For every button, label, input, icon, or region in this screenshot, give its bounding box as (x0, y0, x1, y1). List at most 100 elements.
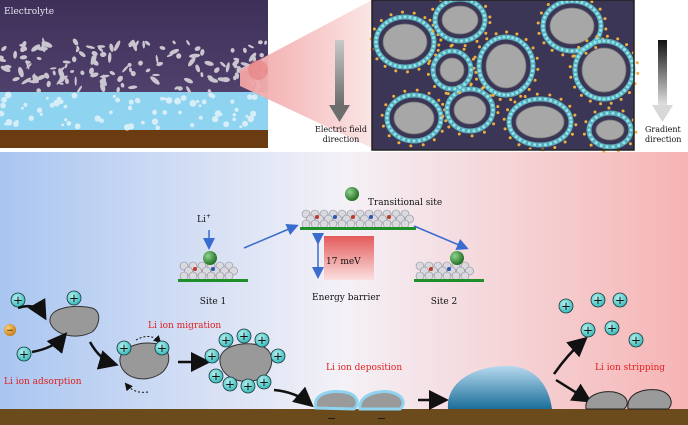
grain (13, 50, 18, 59)
grain (183, 77, 194, 84)
energy-barrier-label: Energy barrier (312, 293, 381, 303)
pore (549, 7, 595, 45)
sei-grain (212, 115, 219, 123)
svg-text:+: + (259, 375, 269, 389)
grain (31, 44, 41, 52)
lithium-atom (450, 251, 464, 265)
sei-grain (210, 94, 216, 99)
sei-grain (115, 97, 120, 103)
transitional-site-lattice (300, 187, 416, 230)
grain (109, 43, 114, 52)
grain (25, 59, 30, 70)
adsorption-arrow-1 (17, 298, 47, 321)
grain (0, 55, 4, 61)
gradient-label-line1: Gradient (645, 125, 682, 134)
grain (1, 45, 7, 52)
micro-pores (369, 0, 640, 153)
site-1-lattice (178, 251, 248, 282)
grain (169, 48, 180, 55)
grain (21, 77, 32, 85)
sei-grain (134, 97, 141, 104)
sei-grain (56, 96, 62, 102)
grain (155, 54, 159, 64)
migration-to-deposition-arrow (273, 386, 314, 408)
grain (116, 87, 120, 93)
pore (441, 5, 479, 35)
grain (176, 53, 182, 59)
sei-grain (23, 102, 28, 107)
electric-field-arrow (329, 40, 350, 122)
grain (52, 70, 56, 76)
li-ion (590, 292, 606, 308)
grain (208, 77, 219, 83)
electrolyte-panel: Electrolyte (0, 0, 268, 148)
grain (58, 68, 65, 79)
sei-grain (36, 107, 43, 113)
sei-grain (140, 120, 145, 125)
pore (439, 57, 465, 83)
sei-grain (162, 110, 168, 115)
grain (128, 39, 135, 48)
sei-grain (160, 96, 164, 101)
pore (581, 47, 627, 93)
grain (232, 59, 240, 66)
li-ion (580, 322, 596, 338)
grain (59, 75, 68, 81)
grain (64, 78, 69, 85)
grain (159, 46, 166, 50)
grain (107, 52, 112, 63)
svg-text:+: + (239, 329, 249, 343)
site-2-label: Site 2 (431, 297, 458, 307)
stripping-arrow-down (555, 378, 593, 403)
background-gradient (0, 150, 688, 425)
grain (144, 40, 151, 46)
grain (85, 45, 95, 49)
sei-grain (239, 125, 243, 129)
svg-text:−: − (6, 326, 14, 336)
sei-grain (242, 120, 248, 127)
li-plus-label: Li+ (197, 213, 211, 225)
grain (36, 88, 42, 93)
grain (247, 44, 254, 49)
sei-grain (109, 110, 113, 115)
svg-text:+: + (19, 347, 29, 361)
svg-text:+: + (13, 293, 23, 307)
grain (103, 80, 107, 87)
energy-barrier-block (324, 236, 374, 280)
grain (234, 72, 240, 79)
grain (172, 40, 176, 45)
li-ion (612, 292, 628, 308)
sei-grain (0, 102, 6, 109)
grain (62, 60, 71, 64)
anion-sign-2: − (377, 412, 386, 425)
sei-grain (189, 99, 197, 107)
grain (130, 71, 136, 77)
li-ion (66, 290, 82, 306)
grain (134, 40, 139, 48)
grain (200, 49, 205, 56)
grain (188, 57, 196, 67)
grain (166, 53, 174, 57)
gradient-direction-arrow (652, 40, 673, 122)
svg-text:+: + (257, 333, 267, 347)
anion-sign-1: − (327, 412, 336, 425)
adsorption-label: Li ion adsorption (4, 377, 82, 387)
energy-value-label: 17 meV (326, 257, 361, 267)
stripping-arrow-up (552, 336, 588, 375)
sei-grain (251, 94, 258, 100)
grain (72, 38, 79, 46)
grain (177, 86, 183, 91)
sei-grain (94, 115, 101, 122)
grain (78, 51, 86, 58)
pore (595, 119, 625, 141)
sei-grain (247, 94, 253, 100)
deposition-label: Li ion deposition (326, 363, 402, 373)
svg-text:+: + (119, 341, 129, 355)
grain (89, 67, 94, 75)
grain (117, 75, 123, 82)
grain (100, 51, 107, 58)
grain (97, 46, 104, 52)
sei-grain (234, 107, 239, 112)
grain (138, 60, 143, 66)
